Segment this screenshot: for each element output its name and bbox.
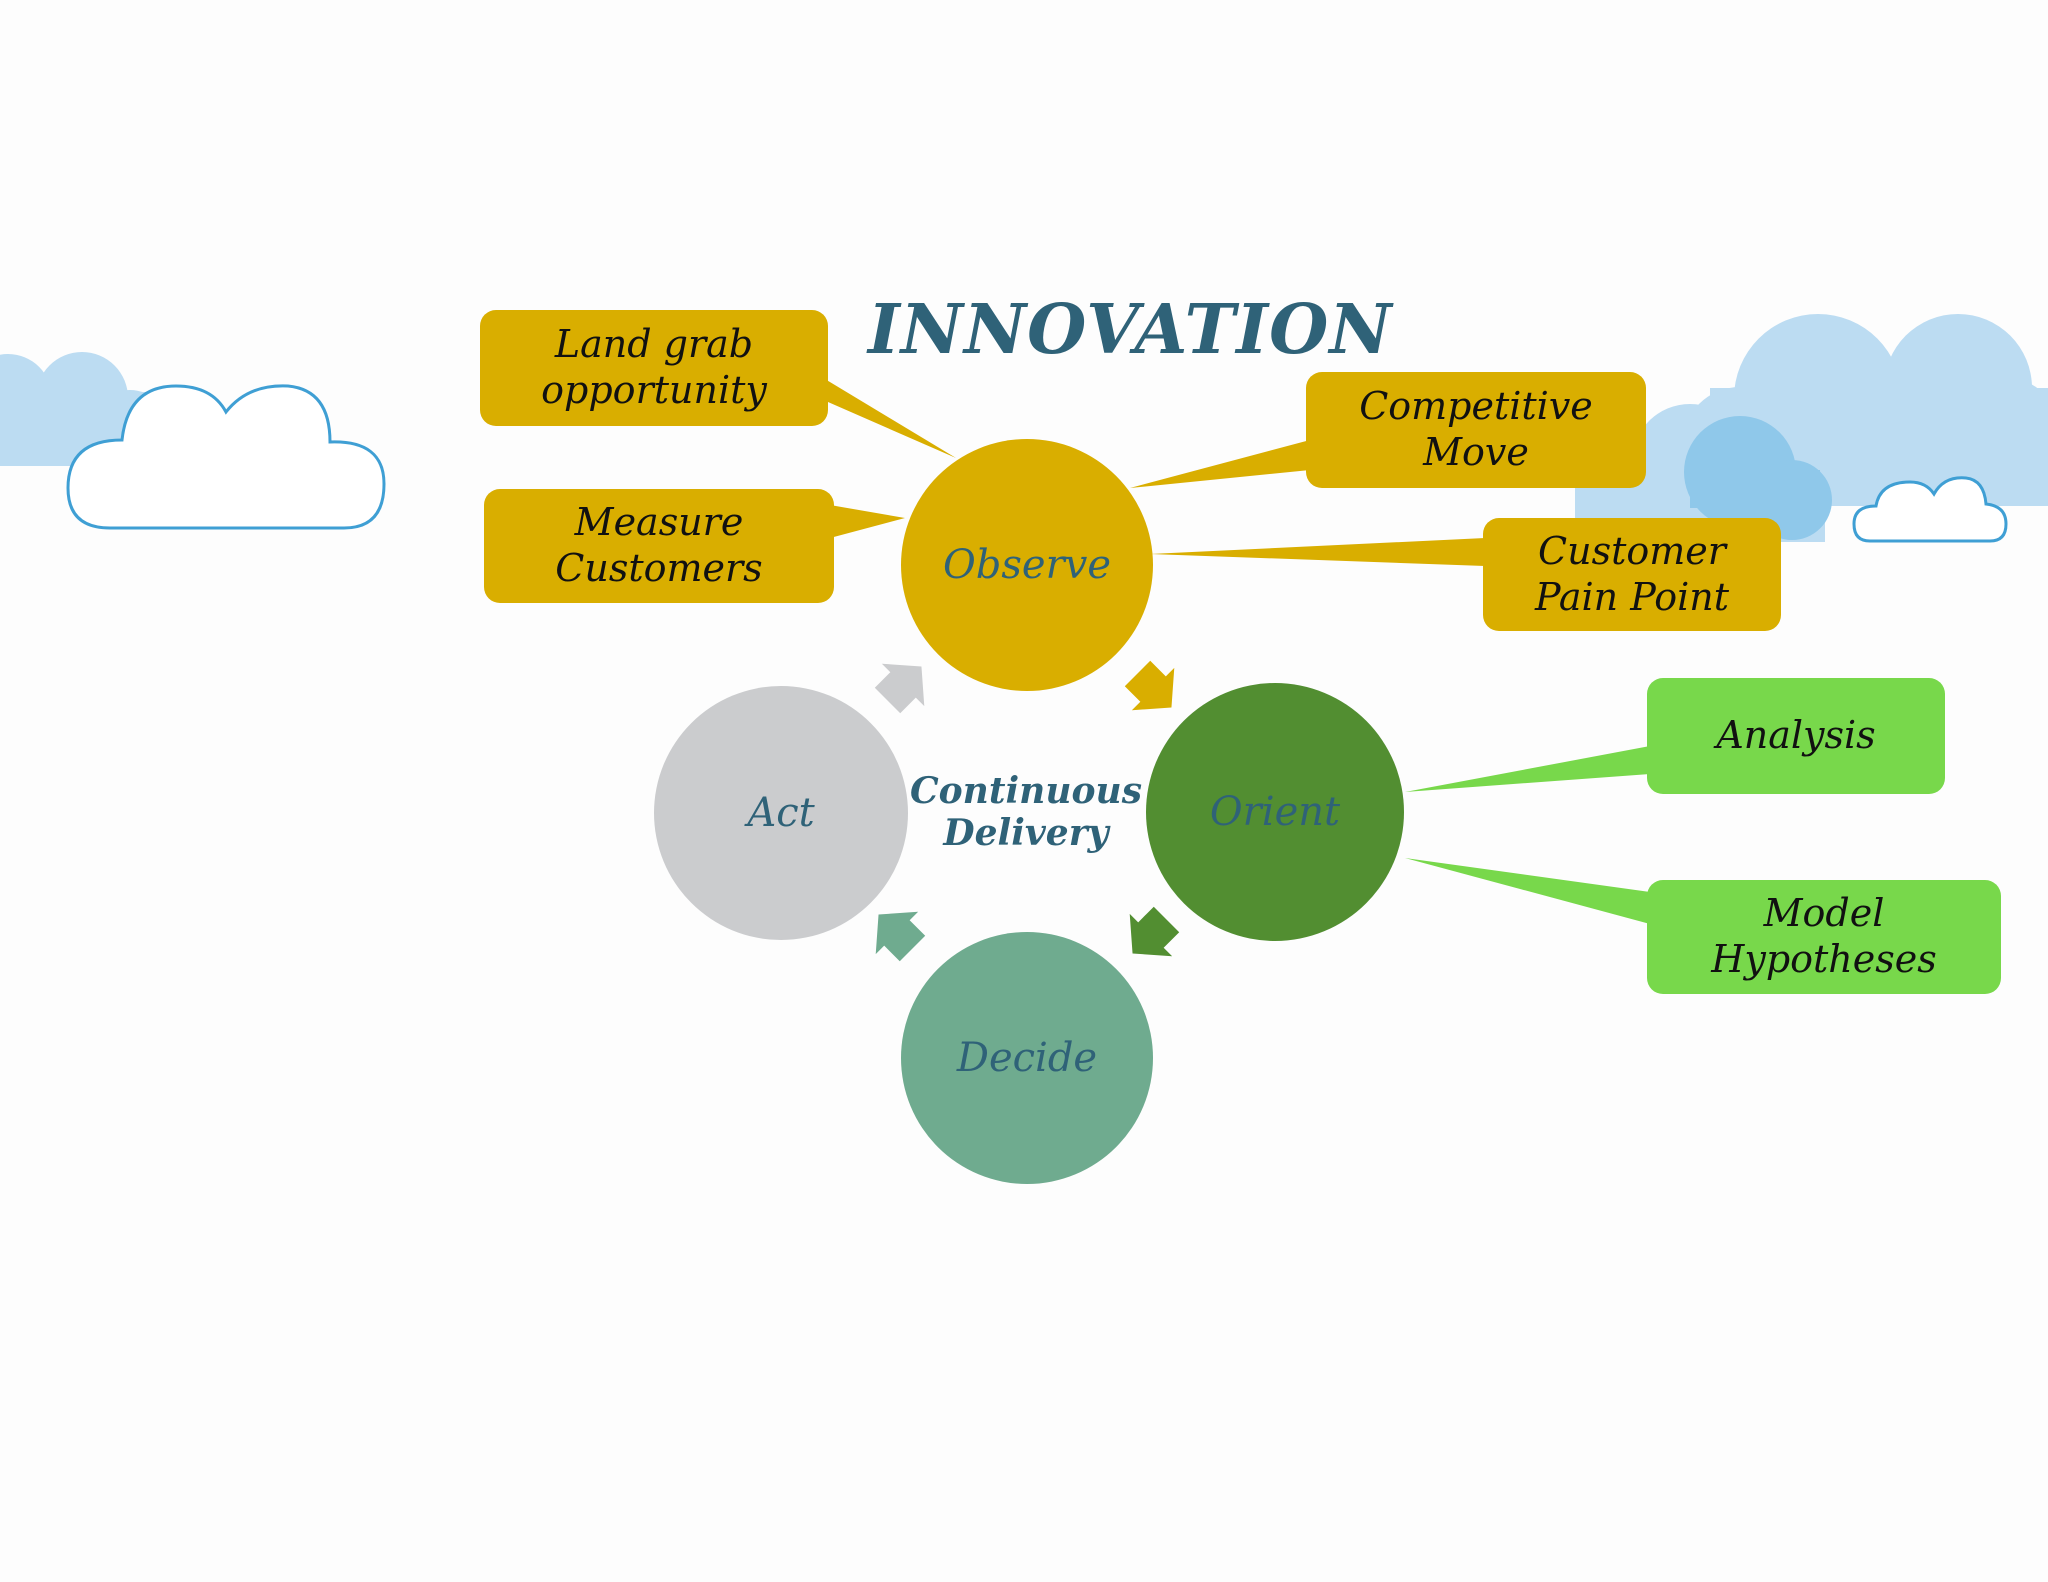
- callout-competitive-move: Competitive Move: [1306, 372, 1646, 488]
- callout-model-hypotheses: Model Hypotheses: [1647, 880, 2001, 994]
- connector-measure-customers: [830, 505, 905, 538]
- center-label: Continuous Delivery: [910, 770, 1142, 855]
- callout-customer-pain-point: Customer Pain Point: [1483, 518, 1781, 631]
- callout-measure-customers: Measure Customers: [484, 489, 834, 603]
- callout-analysis: Analysis: [1647, 678, 1945, 794]
- cloud-outline-right: [1852, 476, 2008, 543]
- cloud-filled-right-shade: [1684, 416, 1832, 540]
- connector-competitive-move: [1130, 440, 1310, 488]
- arrow-decide-to-act: [875, 911, 926, 962]
- stage-observe: Observe: [901, 439, 1153, 691]
- arrow-act-to-observe: [874, 663, 925, 714]
- arrow-orient-to-decide: [1129, 906, 1180, 957]
- stage-act: Act: [654, 686, 908, 940]
- stage-decide: Decide: [901, 932, 1153, 1184]
- connector-analysis: [1405, 746, 1650, 792]
- stage-orient: Orient: [1146, 683, 1404, 941]
- connector-model-hypotheses: [1405, 858, 1650, 924]
- connector-land-grab: [810, 370, 956, 458]
- cloud-outline-left: [66, 384, 386, 530]
- arrow-observe-to-orient: [1124, 660, 1175, 711]
- callout-land-grab-opportunity: Land grab opportunity: [480, 310, 828, 426]
- connector-customer-pain-point: [1150, 538, 1485, 566]
- diagram-title: INNOVATION: [868, 290, 1393, 370]
